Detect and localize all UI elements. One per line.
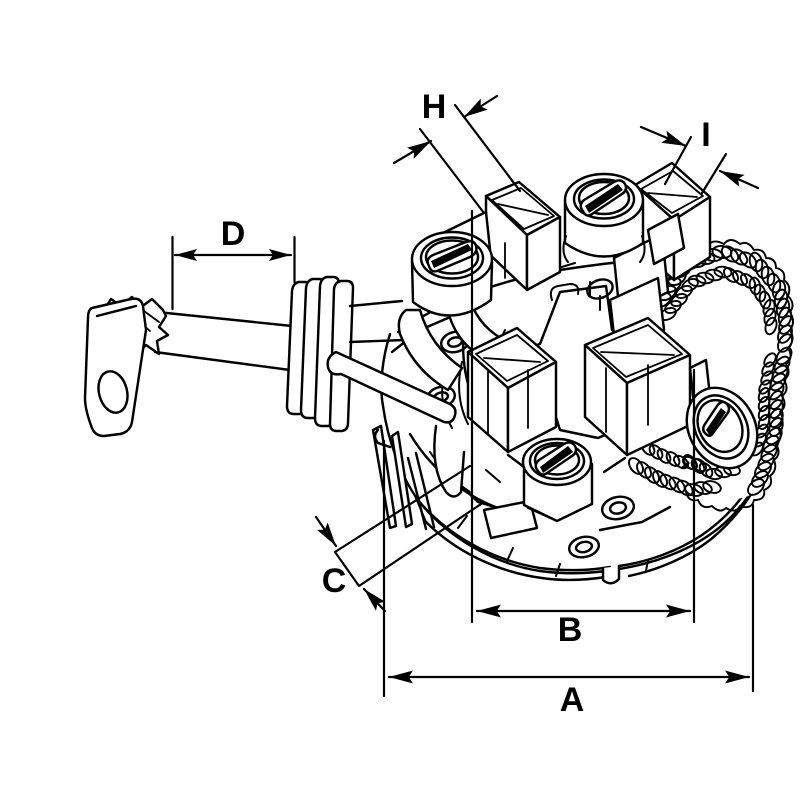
svg-text:H: H <box>422 88 447 126</box>
svg-text:D: D <box>221 215 246 253</box>
svg-text:C: C <box>322 562 347 600</box>
svg-text:B: B <box>558 611 583 649</box>
svg-text:I: I <box>701 116 710 154</box>
svg-text:A: A <box>560 681 585 719</box>
